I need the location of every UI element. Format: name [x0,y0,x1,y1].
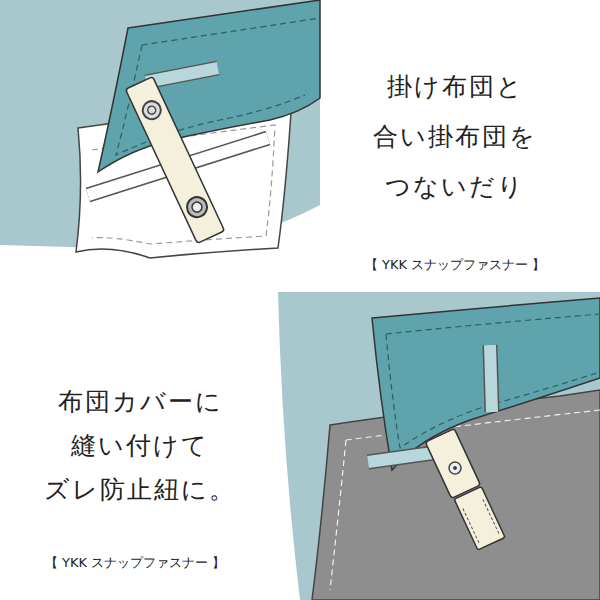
snap-strap [454,487,505,550]
background-panel [278,292,600,600]
snap-strap [125,77,224,244]
product-note: 【 YKK スナップファスナー 】 [45,554,225,572]
headline-text: 掛け布団と 合い掛布団を つないだり [373,62,537,212]
futon-cover [372,298,600,470]
product-note: 【 YKK スナップファスナー 】 [365,256,545,274]
headline-text: 布団カバーに 縫い付けて ズレ防止紐に。 [44,380,236,512]
snap-strap [425,429,480,499]
